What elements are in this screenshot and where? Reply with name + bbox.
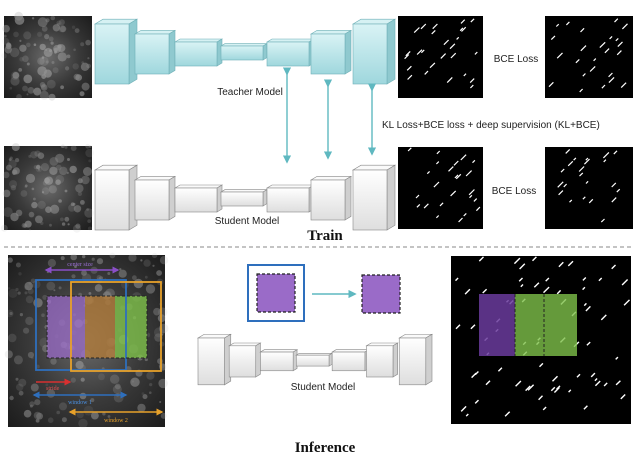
student-input-image xyxy=(0,143,94,233)
window-1-label: window 1 xyxy=(68,400,92,406)
center-size-label: center size xyxy=(67,262,93,268)
teacher-input-image xyxy=(1,11,92,101)
output-green-patch xyxy=(515,294,577,356)
window-center-region xyxy=(256,273,296,313)
network-block-6 xyxy=(309,175,353,221)
student-output-mask xyxy=(398,147,483,229)
student-model-label: Student Model xyxy=(215,216,280,227)
bce-loss-bottom-label: BCE Loss xyxy=(492,186,536,197)
network-block-6 xyxy=(309,29,353,75)
patch-crop-illustration xyxy=(247,264,401,322)
network-block-2 xyxy=(133,29,177,75)
inference-input-image: center size stride window 1 window 2 xyxy=(4,252,169,429)
network-block-6 xyxy=(365,342,399,378)
network-block-1 xyxy=(196,333,232,386)
bce-loss-top-label: BCE Loss xyxy=(494,54,538,65)
network-block-1 xyxy=(93,18,139,85)
teacher-ground-truth-mask xyxy=(545,16,633,98)
inference-output-mask xyxy=(451,256,631,424)
teacher-output-mask xyxy=(398,16,483,98)
kd-loss-label: KL Loss+BCE loss + deep supervision (KL+… xyxy=(382,120,600,131)
window-1-box xyxy=(35,279,127,371)
network-block-7 xyxy=(398,333,434,386)
network-block-3 xyxy=(259,349,299,372)
center-patch-purple xyxy=(47,296,85,358)
student-ground-truth-mask xyxy=(545,147,633,229)
network-block-3 xyxy=(173,184,224,213)
teacher-model-label: Teacher Model xyxy=(217,87,283,98)
network-block-5 xyxy=(331,349,370,372)
output-purple-patch xyxy=(479,294,515,356)
network-block-7 xyxy=(351,164,397,231)
inference-student-network xyxy=(196,333,434,386)
teacher-network xyxy=(93,18,397,85)
distillation-arrows xyxy=(282,67,377,164)
network-block-3 xyxy=(173,38,224,67)
center-patch-green xyxy=(115,296,147,358)
student-network xyxy=(93,164,397,231)
network-block-4 xyxy=(219,43,269,61)
inference-title: Inference xyxy=(295,440,356,456)
network-block-4 xyxy=(295,352,334,367)
overlap-patch xyxy=(85,296,115,358)
network-block-5 xyxy=(265,38,316,67)
window-2-box xyxy=(70,281,162,372)
network-block-2 xyxy=(228,342,262,378)
stride-label: stride xyxy=(46,386,60,392)
inference-student-label: Student Model xyxy=(291,382,356,393)
train-title: Train xyxy=(307,228,343,244)
network-block-1 xyxy=(93,164,139,231)
cropped-center-patch xyxy=(361,274,401,314)
window-2-label: window 2 xyxy=(104,418,128,424)
network-block-2 xyxy=(133,175,177,221)
network-block-4 xyxy=(219,189,269,207)
network-block-5 xyxy=(265,184,316,213)
network-block-7 xyxy=(351,18,397,85)
